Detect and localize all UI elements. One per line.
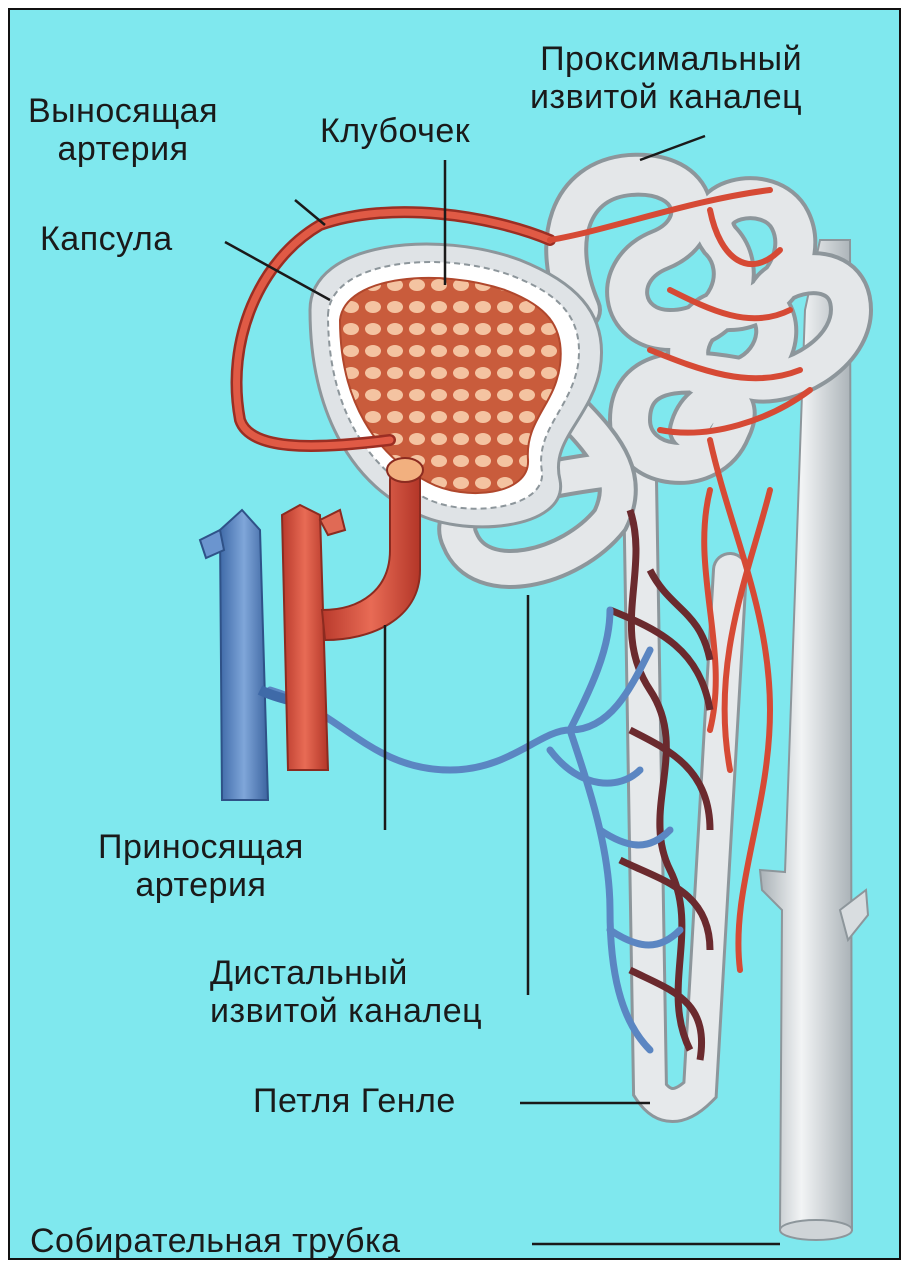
- label-efferent-artery: Выносящая артерия: [28, 92, 218, 168]
- label-efferent-line1: Выносящая: [28, 92, 218, 130]
- label-afferent-artery: Приносящая артерия: [98, 828, 304, 904]
- label-distal-line1: Дистальный: [210, 954, 482, 992]
- leader-efferent: [295, 200, 325, 225]
- label-distal-tubule: Дистальный извитой каналец: [210, 954, 482, 1030]
- diagram-frame: Проксимальный извитой каналец Выносящая …: [8, 8, 901, 1260]
- label-afferent-line1: Приносящая: [98, 828, 304, 866]
- leader-proximal: [640, 136, 705, 160]
- label-collecting-duct: Собирательная трубка: [30, 1222, 401, 1260]
- artery: [282, 458, 423, 770]
- leader-capsule: [225, 242, 330, 300]
- label-capsule: Капсула: [40, 220, 173, 258]
- label-loop-of-henle: Петля Генле: [253, 1082, 456, 1120]
- label-glomerulus: Клубочек: [320, 112, 470, 150]
- label-proximal-tubule: Проксимальный извитой каналец: [530, 40, 802, 116]
- label-proximal-line2: извитой каналец: [530, 78, 802, 116]
- nephron-illustration: [10, 10, 901, 1260]
- label-distal-line2: извитой каналец: [210, 992, 482, 1030]
- label-efferent-line2: артерия: [28, 130, 218, 168]
- label-proximal-line1: Проксимальный: [530, 40, 802, 78]
- bowman-capsule: [310, 244, 602, 527]
- label-afferent-line2: артерия: [98, 866, 304, 904]
